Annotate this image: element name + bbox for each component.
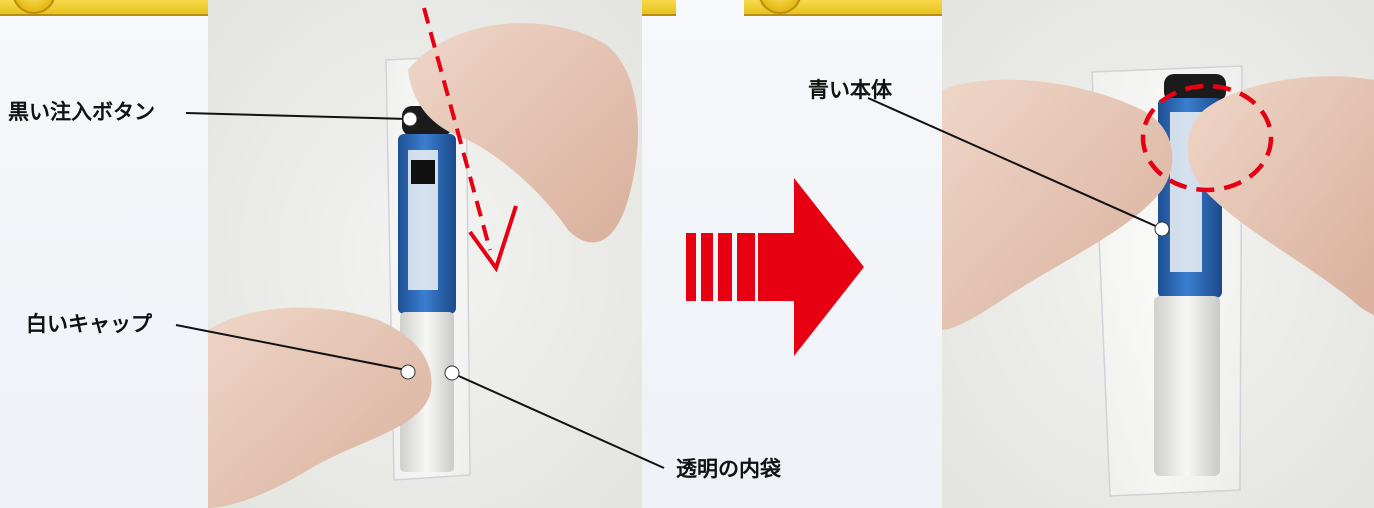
transition-arrow (686, 178, 864, 356)
leader-line-black-button (185, 112, 409, 120)
label-blue-body: 青い本体 (808, 78, 892, 102)
label-black-injection-button: 黒い注入ボタン (8, 100, 155, 124)
white-cap (1154, 296, 1220, 476)
dashed-direction-arrowhead (468, 205, 518, 273)
leader-dot-white-cap (400, 364, 416, 380)
hand-right (1187, 76, 1374, 315)
dashed-direction-line (422, 7, 492, 251)
label-clear-inner-bag: 透明の内袋 (676, 457, 781, 481)
leader-dot-blue-body (1154, 221, 1170, 237)
photo-pen-in-bag-after (942, 0, 1374, 508)
dashed-highlight-circle (1140, 83, 1274, 193)
hand-bottom-left (208, 307, 432, 508)
leader-line-clear-bag (451, 372, 665, 469)
leader-line-white-cap (175, 324, 407, 371)
hand-top-right (408, 23, 638, 243)
leader-dot-clear-bag (444, 365, 460, 381)
photo-right-illustration (942, 65, 1374, 497)
leader-dot-black-button (402, 111, 418, 127)
hand-left (942, 79, 1173, 330)
label-white-cap: 白いキャップ (26, 312, 152, 336)
leader-line-blue-body (867, 97, 1161, 229)
